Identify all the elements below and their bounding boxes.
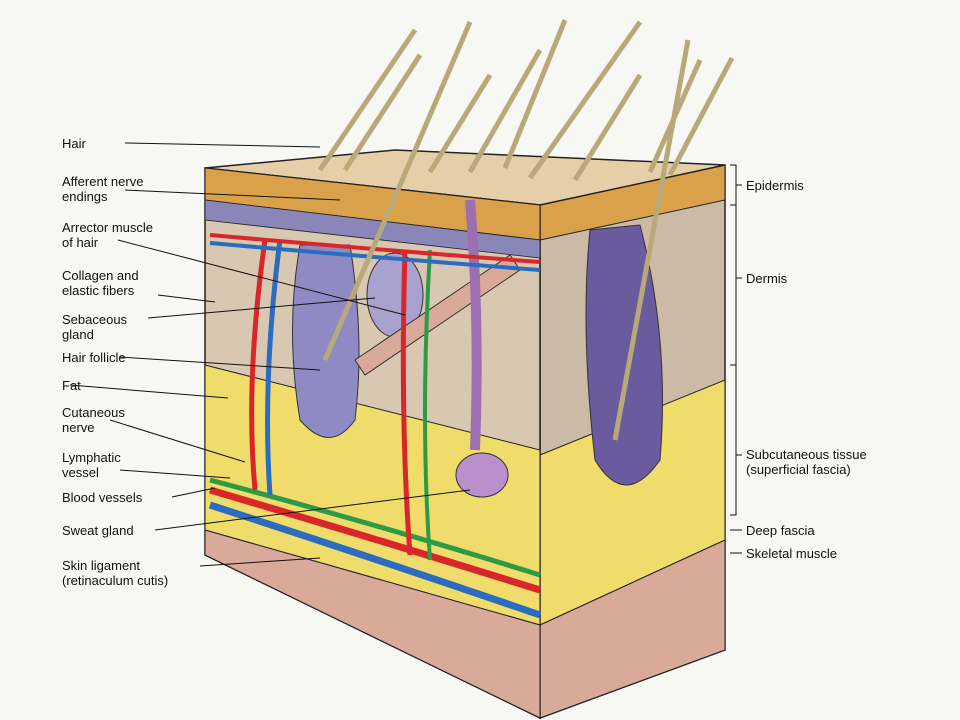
artery-riser [249,239,268,491]
vessel-top-red [209,233,541,264]
brackets-right [730,164,742,554]
label-subcutaneous: Subcutaneous tissue(superficial fascia) [746,447,867,477]
vein-riser [265,239,283,496]
label-deep-fascia: Deep fascia [746,523,815,538]
label-text: Hair [62,136,86,151]
label-fat: Fat [62,378,81,393]
vein-vessel [208,501,542,619]
vessel-top-blue [209,241,541,272]
label-hair: Hair [62,136,86,151]
label-text: Sweat gland [62,523,134,538]
label-text: Skeletal muscle [746,546,838,561]
label-text: nerve [62,420,95,435]
follicle-front [292,244,360,438]
label-skin-ligament: Skin ligament(retinaculum cutis) [62,558,168,588]
label-sweat-gland: Sweat gland [62,523,134,538]
label-text: Deep fascia [746,523,815,538]
label-text: Afferent nerve [62,174,144,189]
label-text: gland [62,327,94,342]
label-text: Subcutaneous tissue [746,447,867,462]
label-text: Sebaceous [62,312,128,327]
artery-vessel [209,486,542,594]
label-text: (superficial fascia) [746,462,851,477]
label-text: Lymphatic [62,450,121,465]
label-text: of hair [62,235,99,250]
label-dermis: Dermis [746,271,787,286]
leader-lines-left [69,142,471,567]
label-epidermis: Epidermis [746,178,804,193]
label-text: (retinaculum cutis) [62,573,169,588]
label-text: Cutaneous [62,405,125,420]
label-text: Fat [62,378,81,393]
label-text: endings [62,189,108,204]
hair-shafts [317,19,735,441]
label-text: Dermis [746,271,788,286]
sweat-duct [465,199,482,451]
label-text: elastic fibers [62,283,135,298]
label-text: Hair follicle [62,350,126,365]
label-text: Arrector muscle [62,220,154,235]
lymph-vessel [209,477,541,578]
label-text: vessel [62,465,99,480]
label-hair-follicle: Hair follicle [62,350,126,365]
sweat-coil [455,452,509,498]
label-text: Epidermis [746,178,804,193]
front-stratum [204,199,541,259]
front-muscle [204,529,541,719]
label-blood-vessels: Blood vessels [62,490,142,505]
label-text: Collagen and [62,268,139,283]
label-skeletal-muscle: Skeletal muscle [746,546,837,561]
label-text: Blood vessels [62,490,143,505]
artery-riser-2 [400,249,413,556]
lymph-riser [423,249,432,561]
label-text: Skin ligament [62,558,141,573]
